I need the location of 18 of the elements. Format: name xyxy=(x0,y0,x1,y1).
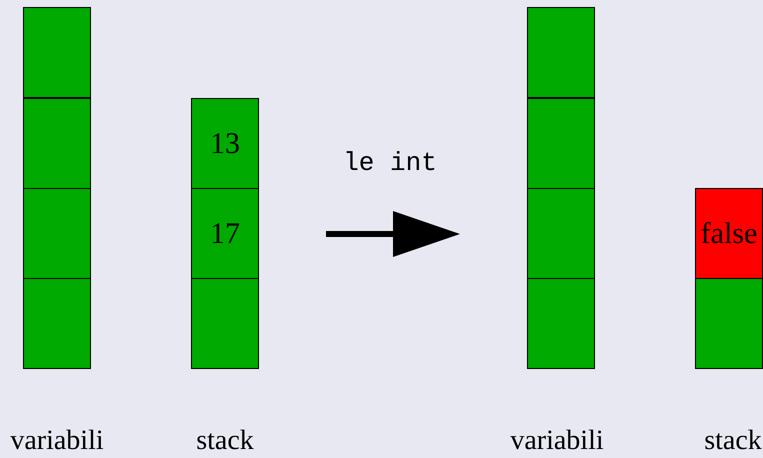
column-label: variabili xyxy=(510,425,604,457)
value-cell: 13 xyxy=(191,98,259,189)
stack-cell xyxy=(23,188,91,279)
stack-cell xyxy=(23,278,91,369)
column-label: stack xyxy=(196,425,254,457)
stack-cell xyxy=(23,7,91,98)
column-label: variabili xyxy=(10,425,104,457)
stack-cell xyxy=(23,98,91,189)
stack-cell xyxy=(527,188,595,279)
stack-cell xyxy=(191,278,259,369)
stack-cell xyxy=(527,278,595,369)
stack-cell xyxy=(527,98,595,189)
stack-cell xyxy=(527,7,595,98)
stack-cell xyxy=(695,278,763,369)
value-cell: 17 xyxy=(191,188,259,279)
value-cell: false xyxy=(695,188,763,279)
column-label: stack xyxy=(704,425,762,457)
instruction-label: le int xyxy=(343,148,437,178)
